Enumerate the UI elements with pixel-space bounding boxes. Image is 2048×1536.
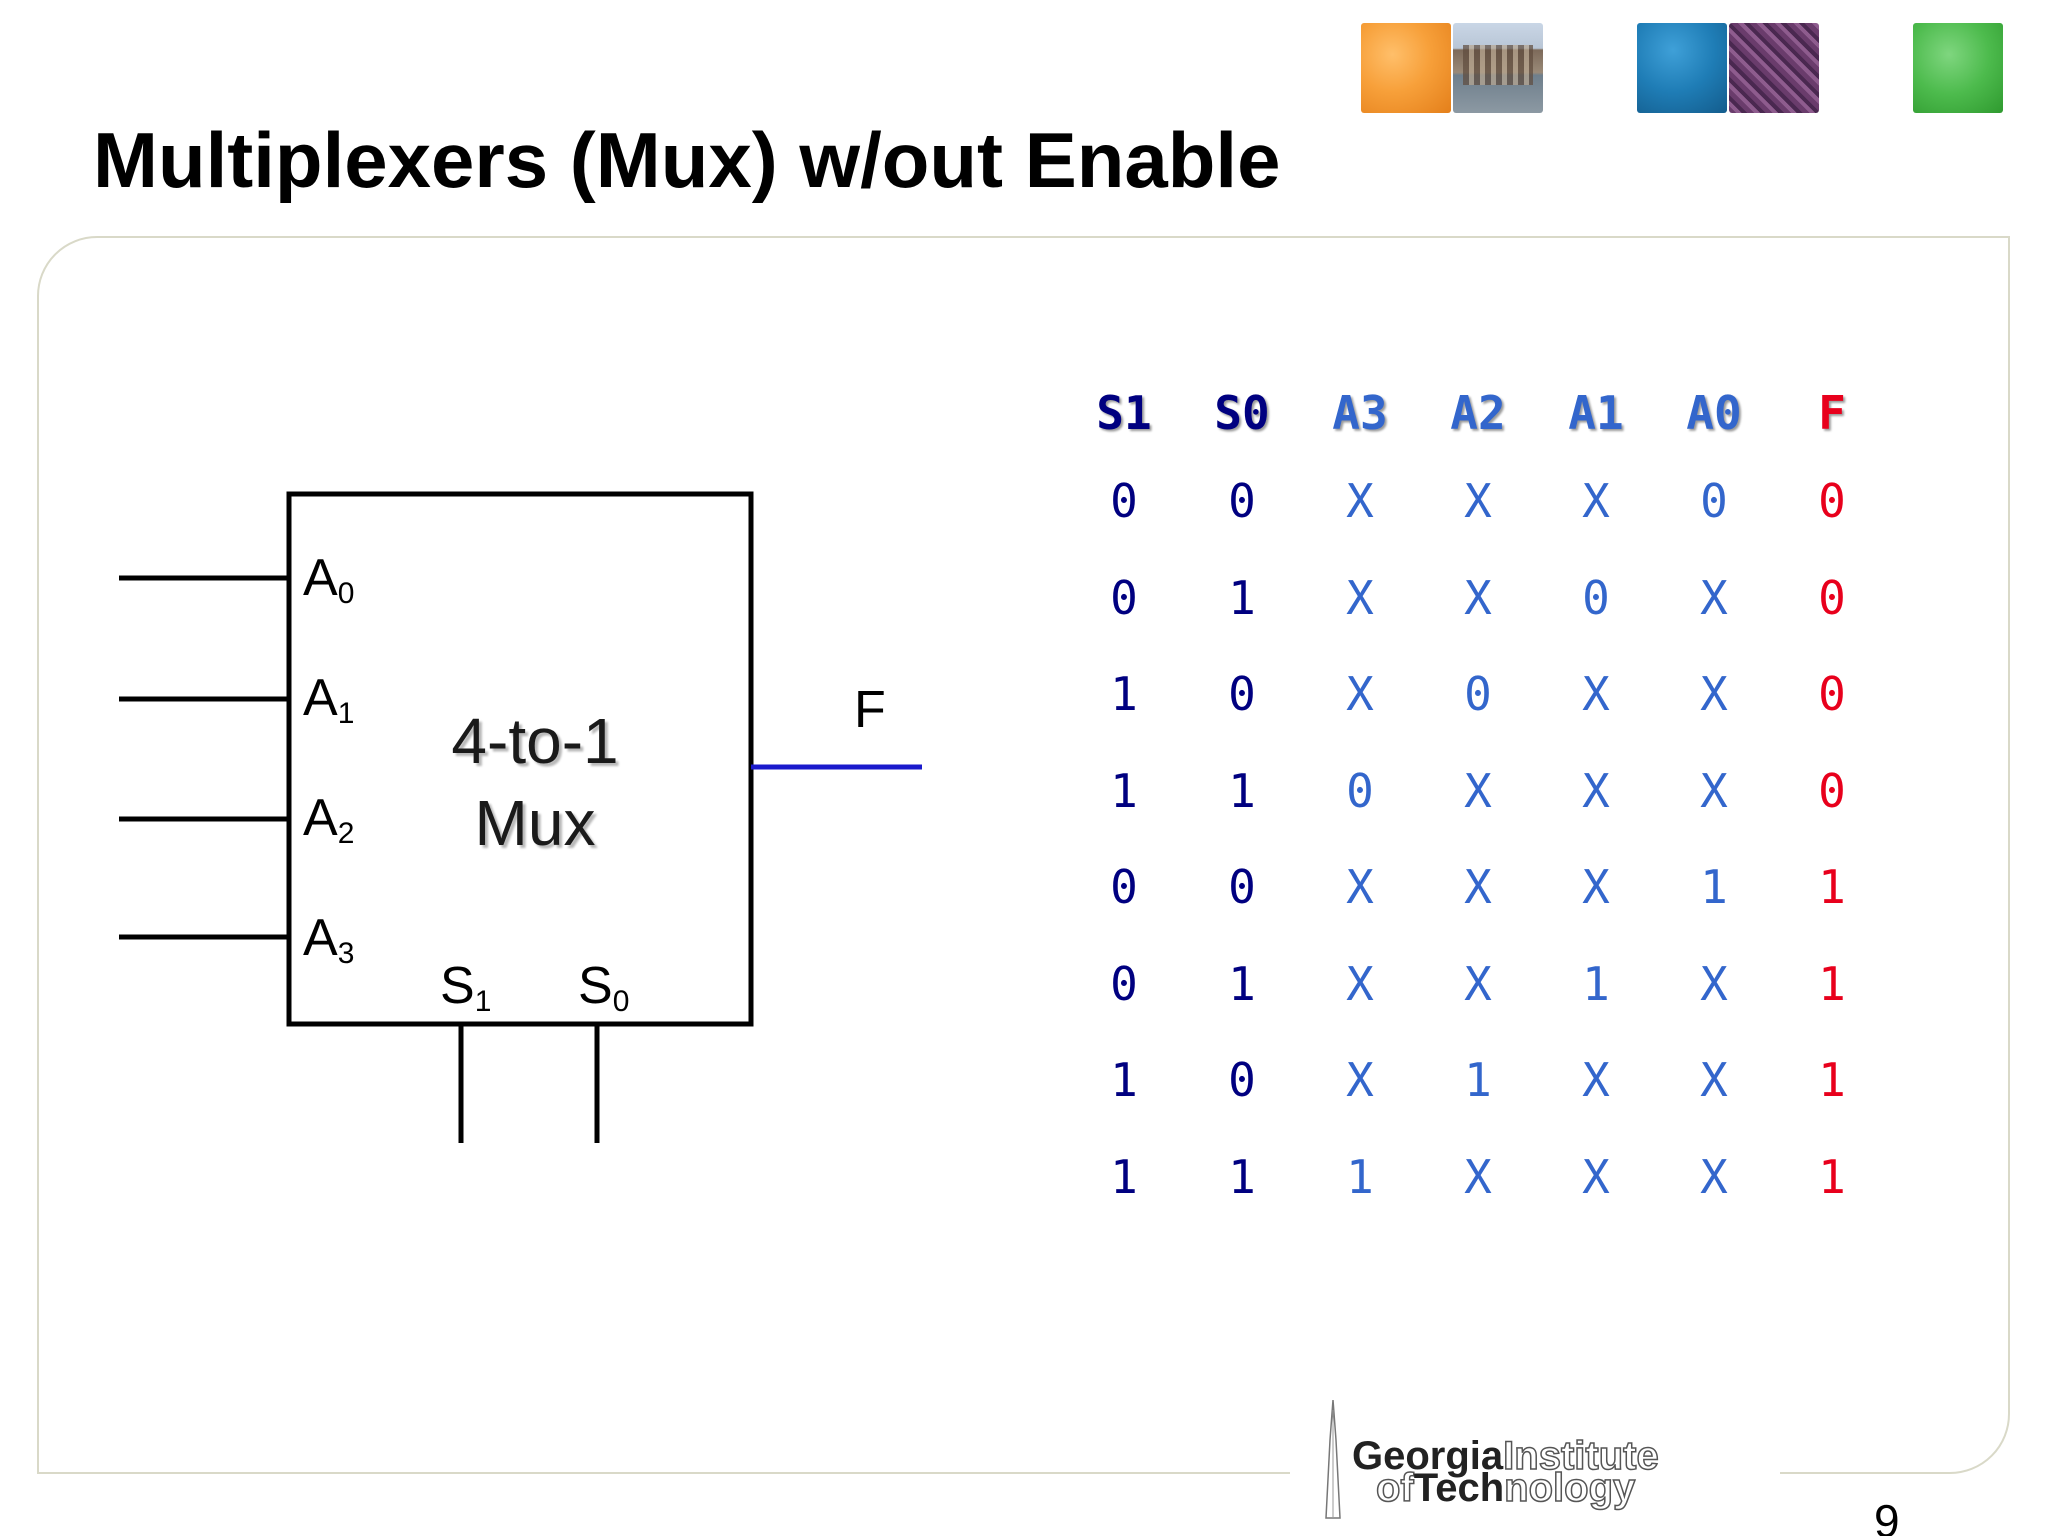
truth-table-cell: 1 [1700,860,1728,915]
truth-table-cell: 1 [1346,1149,1374,1204]
truth-table-row: 1 0 X 1 X X 1 [1065,1032,1891,1129]
truth-table-row: 0 1 X X 1 X 1 [1065,936,1891,1033]
truth-table-cell: X [1700,667,1728,722]
mux-name: 4-to-1 Mux [395,700,675,864]
truth-table-row: 1 0 X 0 X X 0 [1065,646,1891,743]
truth-table-cell: 1 [1818,1053,1846,1108]
truth-table-row: 0 0 X X X 1 1 [1065,839,1891,936]
truth-table-cell: X [1582,474,1610,529]
header-orange-tile [1361,23,1451,113]
truth-table-cell: X [1346,570,1374,625]
truth-table-row: 0 0 X X X 0 0 [1065,453,1891,550]
truth-table-cell: X [1700,763,1728,818]
truth-table-cell: X [1346,1053,1374,1108]
mux-box [286,491,754,1027]
truth-table-cell: 1 [1818,1149,1846,1204]
truth-table-cell: 0 [1110,474,1138,529]
header-cell: S0 [1214,386,1270,440]
pin-label-a3: A3 [303,909,355,970]
truth-table-cell: 0 [1346,763,1374,818]
truth-table-cell: 0 [1228,667,1256,722]
truth-table-cell: 1 [1110,1149,1138,1204]
truth-table-cell: 1 [1228,570,1256,625]
header-cell: F [1818,386,1846,440]
truth-table-cell: 0 [1818,570,1846,625]
header-cell: S1 [1096,386,1152,440]
header-cell: A0 [1686,386,1742,440]
truth-table-cell: 0 [1818,763,1846,818]
pin-label-s1: S1 [440,957,492,1018]
truth-table-cell: X [1464,956,1492,1011]
header-circuit-photo [1729,23,1819,113]
georgia-tech-logo-backdrop [1290,1395,1780,1536]
truth-table-header-row: S1 S0 A3 A2 A1 A0 F [1065,373,1891,453]
truth-table-cell: X [1464,860,1492,915]
slide-title: Multiplexers (Mux) w/out Enable [93,116,1281,204]
truth-table-cell: 1 [1464,1053,1492,1108]
truth-table-cell: X [1346,860,1374,915]
output-label-f: F [854,681,886,739]
truth-table-cell: 0 [1700,474,1728,529]
truth-table-cell: 0 [1228,1053,1256,1108]
truth-table-cell: 1 [1228,956,1256,1011]
header-building-photo [1453,23,1543,113]
truth-table-cell: X [1464,763,1492,818]
content-frame [37,236,2010,1474]
truth-table-cell: 0 [1110,570,1138,625]
header-blue-tile [1637,23,1727,113]
tech-tower-spire-icon [1325,1400,1341,1519]
truth-table-cell: X [1582,667,1610,722]
truth-table-cell: 1 [1110,763,1138,818]
truth-table-cell: X [1700,956,1728,1011]
truth-table-cell: X [1582,1149,1610,1204]
truth-table-cell: X [1346,474,1374,529]
logo-line-1: GeorgiaInstitute [1352,1434,1659,1478]
header-cell: A3 [1332,386,1388,440]
truth-table-cell: 1 [1818,860,1846,915]
truth-table-cell: 1 [1818,956,1846,1011]
truth-table-cell: 1 [1110,667,1138,722]
truth-table-cell: X [1582,860,1610,915]
truth-table-cell: X [1464,474,1492,529]
truth-table-cell: X [1464,1149,1492,1204]
truth-table-cell: 0 [1464,667,1492,722]
truth-table-cell: 1 [1228,1149,1256,1204]
pin-label-a2: A2 [303,789,355,850]
truth-table-cell: X [1346,956,1374,1011]
truth-table-cell: 1 [1228,763,1256,818]
logo-line-2: ofTechnology [1375,1466,1636,1510]
truth-table-cell: 1 [1582,956,1610,1011]
pin-label-s0: S0 [578,957,630,1018]
truth-table-cell: 0 [1818,474,1846,529]
truth-table-cell: 0 [1110,860,1138,915]
truth-table-cell: X [1582,763,1610,818]
truth-table-cell: X [1700,570,1728,625]
truth-table-cell: X [1700,1053,1728,1108]
pin-label-a1: A1 [303,669,355,730]
truth-table-cell: X [1700,1149,1728,1204]
truth-table-cell: X [1582,1053,1610,1108]
pin-label-a0: A0 [303,549,355,610]
header-cell: A2 [1450,386,1506,440]
truth-table-cell: 0 [1582,570,1610,625]
mux-name-line-2: Mux [474,787,596,859]
mux-name-line-1: 4-to-1 [451,705,619,777]
truth-table-cell: 0 [1818,667,1846,722]
truth-table-cell: 0 [1110,956,1138,1011]
header-cell: A1 [1568,386,1624,440]
page-number: 9 [1874,1495,1900,1536]
truth-table-row: 0 1 X X 0 X 0 [1065,550,1891,647]
truth-table-cell: X [1464,570,1492,625]
truth-table-row: 1 1 1 X X X 1 [1065,1129,1891,1226]
truth-table-cell: X [1346,667,1374,722]
truth-table-cell: 1 [1110,1053,1138,1108]
truth-table-cell: 0 [1228,860,1256,915]
header-green-tile [1913,23,2003,113]
truth-table-row: 1 1 0 X X X 0 [1065,743,1891,840]
truth-table-cell: 0 [1228,474,1256,529]
